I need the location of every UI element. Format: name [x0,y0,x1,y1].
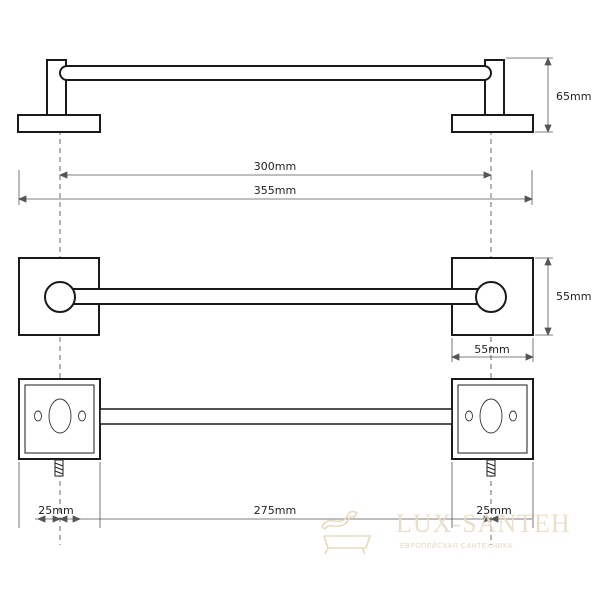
mount-right-inner [457,384,528,454]
plate-width-label: 55mm [474,343,509,356]
left-screw-hole-b [78,410,86,422]
mount-holes [34,398,517,434]
overall-length-label: 355mm [254,184,296,197]
right-offset-label: 25mm [476,504,511,517]
right-screw-hole-b [509,410,517,422]
screws [54,459,496,477]
watermark-bathtub-icon [320,510,372,555]
left-center-hole [48,398,72,434]
left-screw-hole-a [34,410,42,422]
side-right-base [451,114,534,133]
watermark: LUX-SANTEH ЕВРОПЕЙСКАЯ САНТЕХНИКА [320,509,571,555]
mount-bar [99,408,453,425]
right-center-hole [479,398,503,434]
right-screw-hole-a [465,410,473,422]
plate-height-dimension [535,256,553,337]
mount-left-inner [24,384,95,454]
bottom-dimensions [18,462,534,528]
side-left-base [17,114,101,133]
bar-span-dimension [58,171,493,179]
front-bar [59,288,492,305]
watermark-brand: LUX-SANTEH [396,509,571,538]
side-view [17,59,534,133]
overall-length-dimension [17,170,534,205]
mount-view [18,378,534,460]
side-bar [59,65,492,81]
plate-width-dimension [450,338,535,362]
front-left-post [44,281,76,313]
bar-span-label: 300mm [254,160,296,173]
plate-height-label: 55mm [556,290,591,303]
front-view [18,257,534,336]
left-offset-label: 25mm [38,504,73,517]
watermark-tagline: ЕВРОПЕЙСКАЯ САНТЕХНИКА [400,541,513,550]
front-right-post [475,281,507,313]
height-dimension [506,56,553,134]
mount-span-label: 275mm [254,504,296,517]
height-dimension-label: 65mm [556,90,591,103]
